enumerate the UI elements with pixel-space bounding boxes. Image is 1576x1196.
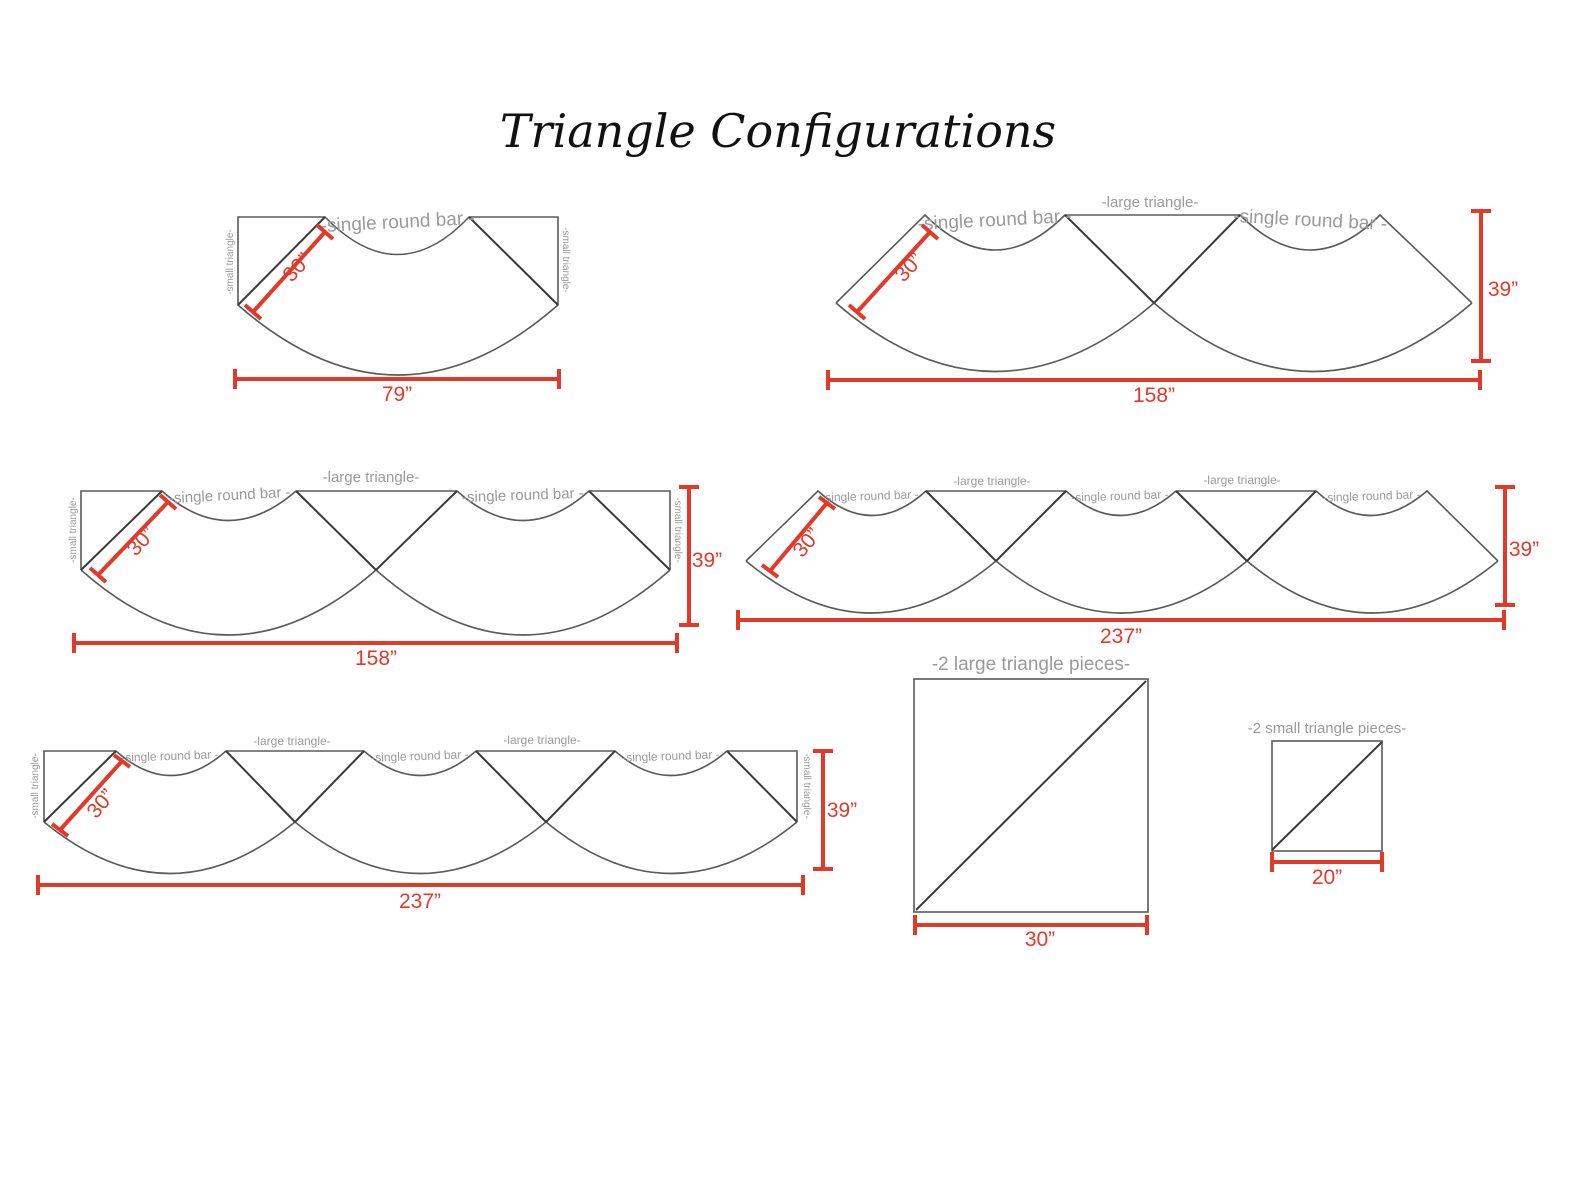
large-square-diagonal	[915, 680, 1147, 911]
large-triangle-label: -large triangle-	[503, 733, 580, 747]
small-triangle-label-left: -small triangle-	[30, 753, 41, 819]
round-bar-label: -single round bar -	[1323, 487, 1421, 504]
config-158-with-small-triangles: -single round bar - -single round bar - …	[68, 469, 722, 670]
large-triangle-label: -large triangle-	[253, 734, 330, 748]
large-triangle-edge	[475, 750, 547, 823]
measure-79-width	[233, 369, 561, 389]
dim-158-label: 158”	[1133, 384, 1175, 407]
measure-20-width	[1270, 852, 1384, 872]
two-large-triangle-pieces: -2 large triangle pieces- 30”	[913, 654, 1149, 951]
config-158b-bottom-arcs	[80, 568, 671, 636]
measure-237-width	[36, 875, 805, 895]
dim-39-label: 39”	[692, 549, 722, 572]
config-158-bottom-arcs	[835, 301, 1473, 373]
small-triangle-label-left: -small triangle-	[225, 229, 236, 295]
measure-158-width	[826, 370, 1482, 390]
large-triangle-label: -large triangle-	[323, 469, 420, 486]
measure-30-diagonal	[88, 493, 178, 584]
left-small-triangle-edge	[80, 490, 163, 571]
large-triangle-edge-right	[375, 490, 458, 571]
config-237b-bottom-arcs	[43, 820, 798, 875]
measure-39-height	[1471, 209, 1491, 363]
measure-30-diagonal	[760, 495, 837, 579]
dim-39-label: 39”	[1488, 278, 1518, 301]
round-bar-label: -single round bar -	[371, 747, 469, 764]
small-pieces-label: -2 small triangle pieces-	[1248, 720, 1406, 737]
large-triangle-edge	[225, 750, 296, 823]
measure-39-height	[813, 749, 833, 871]
config-237-bottom-arcs	[745, 559, 1499, 614]
dim-79-label: 79”	[382, 383, 412, 406]
dim-30-label: 30”	[1025, 928, 1055, 951]
dim-20-label: 20”	[1312, 866, 1342, 889]
config-79-one-bar: -single round bar - -small triangle- -sm…	[225, 208, 571, 406]
large-triangle-edge	[1246, 490, 1317, 562]
dim-30-label: 30”	[82, 785, 119, 823]
measure-39-height	[1495, 485, 1515, 607]
large-triangle-edge-right	[1153, 214, 1241, 304]
small-square-outline	[1271, 740, 1383, 852]
dim-237-label: 237”	[399, 890, 441, 913]
config-158b-top-outline	[80, 490, 671, 570]
small-triangle-label-right: -small triangle-	[801, 753, 812, 819]
config-158-top-outline	[835, 213, 1473, 304]
left-small-triangle-edge	[237, 216, 326, 306]
large-triangle-edge	[925, 490, 997, 562]
dim-30-label: 30”	[788, 524, 825, 562]
large-triangle-edge	[995, 490, 1067, 562]
large-triangle-edge-left	[295, 490, 377, 571]
right-small-triangle-edge	[588, 490, 671, 571]
round-bar-label: -single round bar -	[821, 487, 919, 504]
config-237-with-small-triangles: -single round bar - -single round bar - …	[30, 733, 857, 913]
dim-237-label: 237”	[1100, 625, 1142, 648]
two-small-triangle-pieces: -2 small triangle pieces- 20”	[1248, 720, 1406, 889]
small-triangle-label-left: -small triangle-	[68, 497, 79, 563]
round-bar-label: -single round bar -	[462, 485, 584, 506]
left-small-triangle-edge	[43, 750, 117, 823]
round-bar-label: -single round bar -	[121, 747, 219, 764]
measure-237-width	[736, 610, 1506, 630]
dim-158-label: 158”	[355, 647, 397, 670]
right-small-triangle-edge	[468, 216, 559, 306]
measure-30-diagonal	[50, 753, 132, 838]
dim-39-label: 39”	[1509, 538, 1539, 561]
round-bar-label: -single round bar -	[622, 747, 720, 764]
dim-30-label: 30”	[122, 523, 160, 561]
measure-158-width	[72, 633, 679, 653]
measure-30-diagonal	[243, 223, 335, 321]
large-triangle-edge	[1175, 490, 1248, 562]
config-237-top-outline	[745, 489, 1499, 562]
large-triangle-edge-left	[1064, 214, 1155, 304]
round-bar-label: -single round bar -	[917, 206, 1072, 235]
measure-30-diagonal	[847, 223, 940, 321]
large-triangle-label: -large triangle-	[1102, 194, 1199, 211]
round-bar-label: -single round bar -	[169, 484, 291, 507]
config-237-three-bars: -single round bar - -single round bar - …	[736, 473, 1539, 648]
small-triangle-label-right: -small triangle-	[560, 227, 571, 293]
measure-30-width	[913, 915, 1149, 935]
round-bar-label: -single round bar -	[1233, 206, 1388, 235]
measure-39-height	[679, 485, 699, 627]
dim-30-label: 30”	[278, 249, 316, 287]
large-pieces-label: -2 large triangle pieces-	[932, 654, 1131, 675]
small-triangle-label-right: -small triangle-	[672, 497, 683, 563]
dim-39-label: 39”	[827, 799, 857, 822]
config-79-outline	[237, 216, 559, 376]
config-237b-top-outline	[43, 750, 798, 822]
right-small-triangle-edge	[726, 750, 798, 823]
config-158-two-bars: -single round bar - -single round bar - …	[826, 194, 1518, 407]
small-square-diagonal	[1271, 741, 1383, 851]
page-title: Triangle Configurations	[500, 104, 1056, 158]
round-bar-label: -single round bar -	[1071, 487, 1169, 504]
dim-30-label: 30”	[890, 249, 928, 287]
large-triangle-label: -large triangle-	[953, 474, 1030, 488]
large-triangle-edge	[545, 750, 616, 823]
large-square-outline	[913, 678, 1149, 913]
large-triangle-edge	[294, 750, 365, 823]
large-triangle-label: -large triangle-	[1203, 473, 1280, 487]
